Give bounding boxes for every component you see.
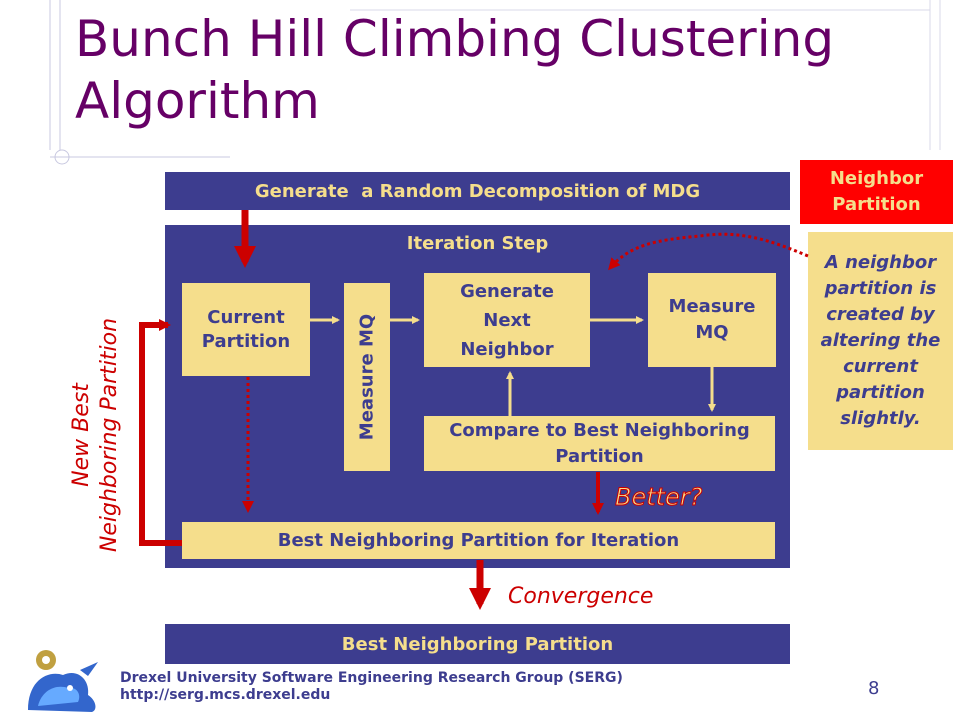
slide-title: Bunch Hill Climbing Clustering Algorithm	[75, 8, 875, 132]
best-neighboring-partition-label: Best Neighboring Partition	[341, 633, 614, 655]
iteration-step-label: Iteration Step	[406, 233, 549, 254]
measure-mq-label: Measure MQ	[668, 296, 756, 343]
generate-next-neighbor-box: Generate Next Neighbor	[424, 273, 590, 367]
neighbor-partition-description-box: A neighbor partition is created by alter…	[808, 232, 953, 450]
best-for-iteration-label: Best Neighboring Partition for Iteration	[277, 530, 680, 551]
neighbor-partition-header: Neighbor Partition	[800, 160, 953, 224]
generate-next-neighbor-label: Generate Next Neighbor	[460, 280, 554, 360]
serg-logo	[18, 640, 104, 714]
footer-url[interactable]: http://serg.mcs.drexel.edu	[120, 687, 331, 703]
compare-to-best-label: Compare to Best Neighboring Partition	[449, 419, 750, 467]
title-line-1: Bunch Hill Climbing Clustering	[75, 10, 835, 68]
footer: Drexel University Software Engineering R…	[120, 670, 623, 704]
measure-mq-box: Measure MQ	[648, 273, 776, 367]
current-partition-label: Current Partition	[201, 306, 291, 352]
title-line-2: Algorithm	[75, 72, 320, 130]
neighbor-partition-header-label: Neighbor Partition	[829, 168, 924, 215]
arrow-new-best-loop	[139, 319, 182, 546]
generate-random-decomposition-box: Generate a Random Decomposition of MDG	[165, 172, 790, 210]
compare-to-best-box: Compare to Best Neighboring Partition	[424, 416, 775, 471]
current-partition-box: Current Partition	[182, 283, 310, 376]
measure-mq-vertical-box: Measure MQ	[344, 283, 390, 471]
arrow-neighbor-callout	[608, 232, 809, 271]
best-for-iteration-box: Best Neighboring Partition for Iteration	[182, 522, 775, 559]
footer-org: Drexel University Software Engineering R…	[120, 670, 623, 686]
best-neighboring-partition-box: Best Neighboring Partition	[165, 624, 790, 664]
better-label: Better?	[614, 483, 703, 512]
page-number: 8	[868, 678, 880, 699]
neighbor-partition-description: A neighbor partition is created by alter…	[820, 252, 941, 429]
generate-random-label: Generate a Random Decomposition of MDG	[254, 180, 701, 202]
convergence-label: Convergence	[508, 584, 654, 609]
